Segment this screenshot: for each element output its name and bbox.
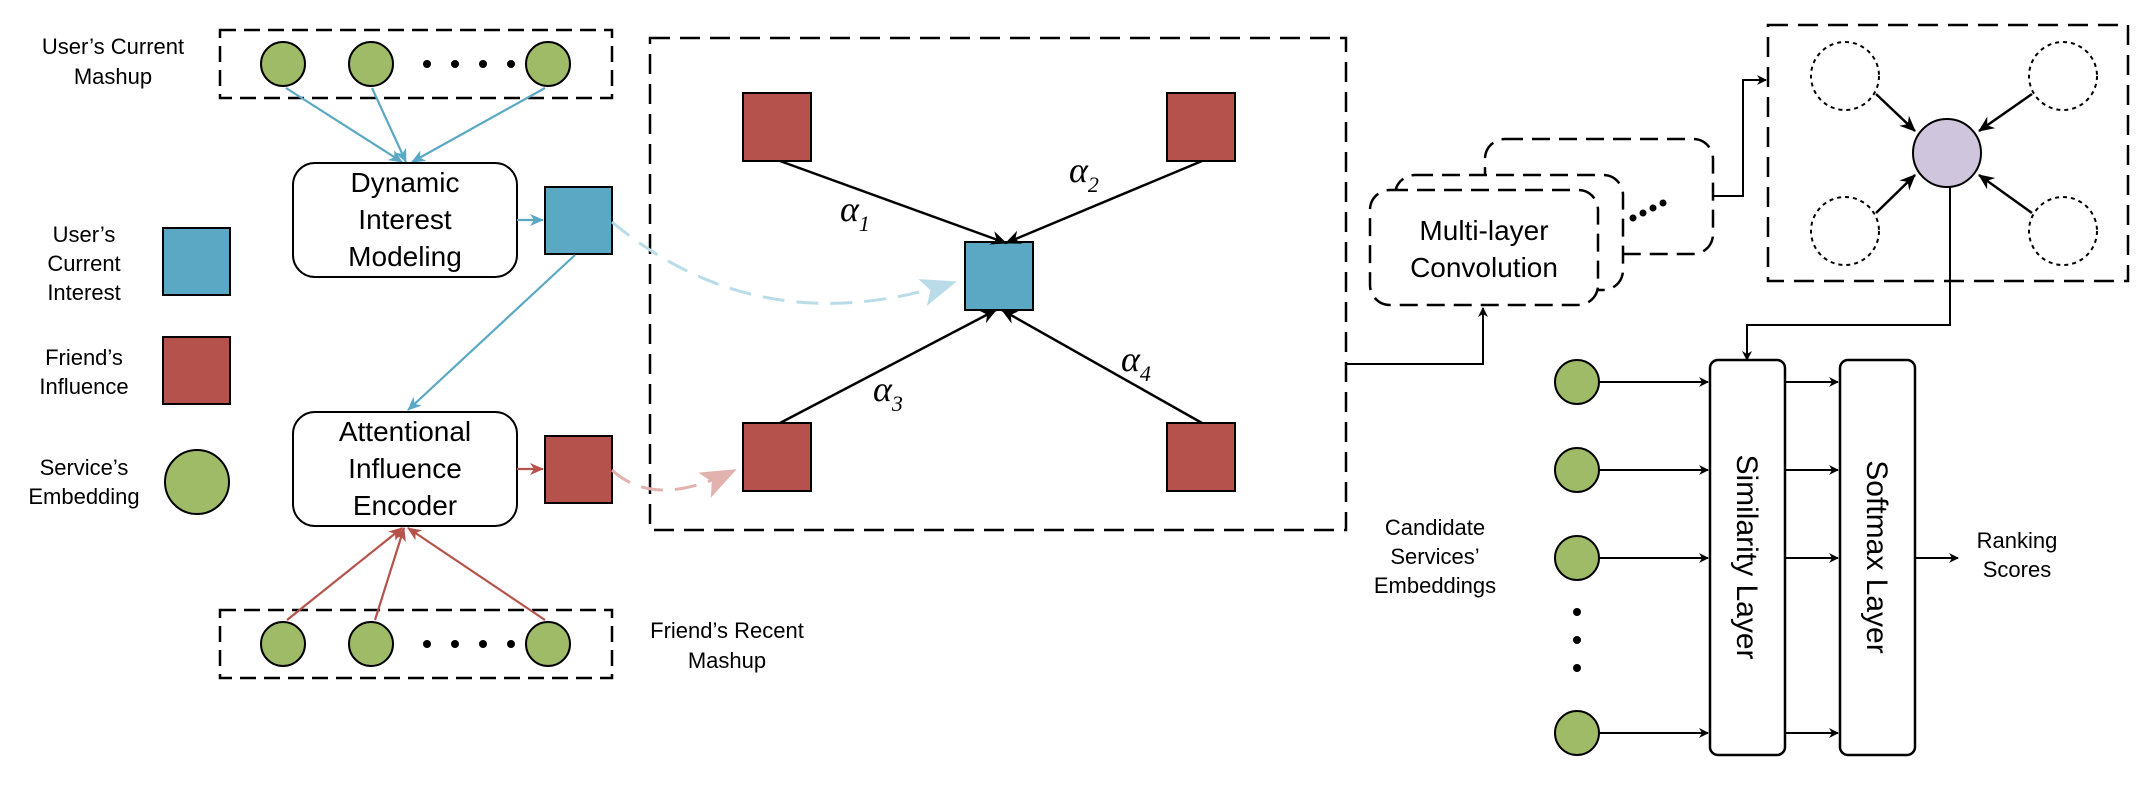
vertical-ellipsis-icon xyxy=(1573,608,1581,672)
legend-influence-line2: Influence xyxy=(39,374,128,399)
friends-recent-mashup-line2: Mashup xyxy=(688,648,766,673)
target-node xyxy=(1912,118,1982,188)
friend-node-tl xyxy=(742,92,812,162)
multi-layer-convolution-box xyxy=(1368,188,1600,307)
attention-edge-4 xyxy=(1001,308,1203,425)
panel-to-conv-arrow xyxy=(1346,307,1488,365)
attention-edge-1 xyxy=(779,159,1007,245)
current-interest-square xyxy=(544,186,613,255)
ellipsis-icon xyxy=(423,640,515,648)
candidate-line2: Services’ xyxy=(1390,544,1479,569)
neighbor-node xyxy=(2028,196,2098,266)
legend: User’s Current Interest Friend’s Influen… xyxy=(28,222,231,515)
conv-to-graph-arrow xyxy=(1713,75,1767,197)
users-current-mashup-line1: User’s Current xyxy=(42,34,184,59)
red-arrow xyxy=(286,527,403,621)
aggregation-edge xyxy=(1875,93,1916,132)
legend-interest-swatch xyxy=(162,227,231,296)
alpha-3-label: α3 xyxy=(873,369,903,416)
service-node xyxy=(348,621,394,667)
service-node xyxy=(525,41,571,87)
legend-interest-line1: User’s xyxy=(53,222,116,247)
service-node xyxy=(260,41,306,87)
user-interest-node xyxy=(964,241,1034,311)
friends-recent-mashup-line1: Friend’s Recent xyxy=(650,618,804,643)
legend-influence-swatch xyxy=(162,336,231,405)
attentional-line3: Encoder xyxy=(353,490,457,521)
neighbor-node xyxy=(1810,196,1880,266)
legend-service-line2: Embedding xyxy=(28,484,139,509)
legend-interest-line3: Interest xyxy=(47,280,120,305)
dynamic-interest-line1: Dynamic xyxy=(351,167,460,198)
red-arrow xyxy=(407,527,546,621)
softmax-layer-label: Softmax Layer xyxy=(1860,460,1893,653)
aggregation-edge xyxy=(1978,92,2033,133)
aggregation-edge xyxy=(1978,173,2033,215)
conv-line1: Multi-layer xyxy=(1419,215,1548,246)
friend-influence-square xyxy=(544,435,613,504)
ellipsis-icon xyxy=(423,60,515,68)
legend-interest-line2: Current xyxy=(47,251,120,276)
aggregation-panel xyxy=(1766,23,2130,283)
conv-line2: Convolution xyxy=(1410,252,1558,283)
current-mashup-container xyxy=(218,28,614,100)
similarity-layer-label: Similarity Layer xyxy=(1730,454,1763,659)
graph-to-similarity-arrow xyxy=(1742,187,1951,361)
service-node xyxy=(348,41,394,87)
friend-node-bl xyxy=(742,422,812,492)
candidate-service-node xyxy=(1554,710,1600,756)
legend-service-swatch xyxy=(164,449,230,515)
attention-edge-2 xyxy=(1005,159,1203,245)
dashed-blue-flow-arrow xyxy=(611,220,957,306)
friend-node-tr xyxy=(1166,92,1236,162)
users-current-mashup-line2: Mashup xyxy=(74,64,152,89)
alpha-2-label: α2 xyxy=(1069,150,1099,197)
alpha-4-label: α4 xyxy=(1121,339,1151,386)
attention-panel xyxy=(648,36,1348,532)
ranking-line2: Scores xyxy=(1983,557,2051,582)
blue-arrow xyxy=(411,87,546,163)
candidate-line3: Embeddings xyxy=(1374,573,1496,598)
attention-edge-3 xyxy=(779,308,997,425)
dynamic-interest-line3: Modeling xyxy=(348,241,462,272)
blue-arrow xyxy=(371,87,407,163)
friend-node-br xyxy=(1166,422,1236,492)
red-arrow xyxy=(373,527,406,621)
friends-recent-mashup-label: Friend’s Recent Mashup xyxy=(650,618,804,673)
candidate-services-label: Candidate Services’ Embeddings xyxy=(1374,515,1496,598)
dashed-red-flow-arrow xyxy=(610,468,737,498)
blue-arrow xyxy=(407,254,576,411)
dynamic-interest-line2: Interest xyxy=(358,204,452,235)
candidate-service-node xyxy=(1554,359,1600,405)
users-current-mashup-label: User’s Current Mashup xyxy=(42,34,184,89)
candidate-line1: Candidate xyxy=(1385,515,1485,540)
aggregation-edge xyxy=(1875,174,1916,214)
service-node xyxy=(260,621,306,667)
attentional-line2: Influence xyxy=(348,453,462,484)
legend-influence-line1: Friend’s xyxy=(45,345,123,370)
service-node xyxy=(525,621,571,667)
friend-mashup-container xyxy=(218,608,614,680)
legend-service-line1: Service’s xyxy=(40,455,129,480)
candidate-service-node xyxy=(1554,535,1600,581)
ranking-line1: Ranking xyxy=(1977,528,2058,553)
alpha-1-label: α1 xyxy=(840,189,870,236)
ranking-scores-label: Ranking Scores xyxy=(1977,528,2058,582)
candidate-service-node xyxy=(1554,447,1600,493)
neighbor-node xyxy=(2028,41,2098,111)
attentional-line1: Attentional xyxy=(339,416,471,447)
blue-arrow xyxy=(285,87,403,163)
diagonal-ellipsis-icon xyxy=(1629,199,1667,222)
neighbor-node xyxy=(1810,41,1880,111)
